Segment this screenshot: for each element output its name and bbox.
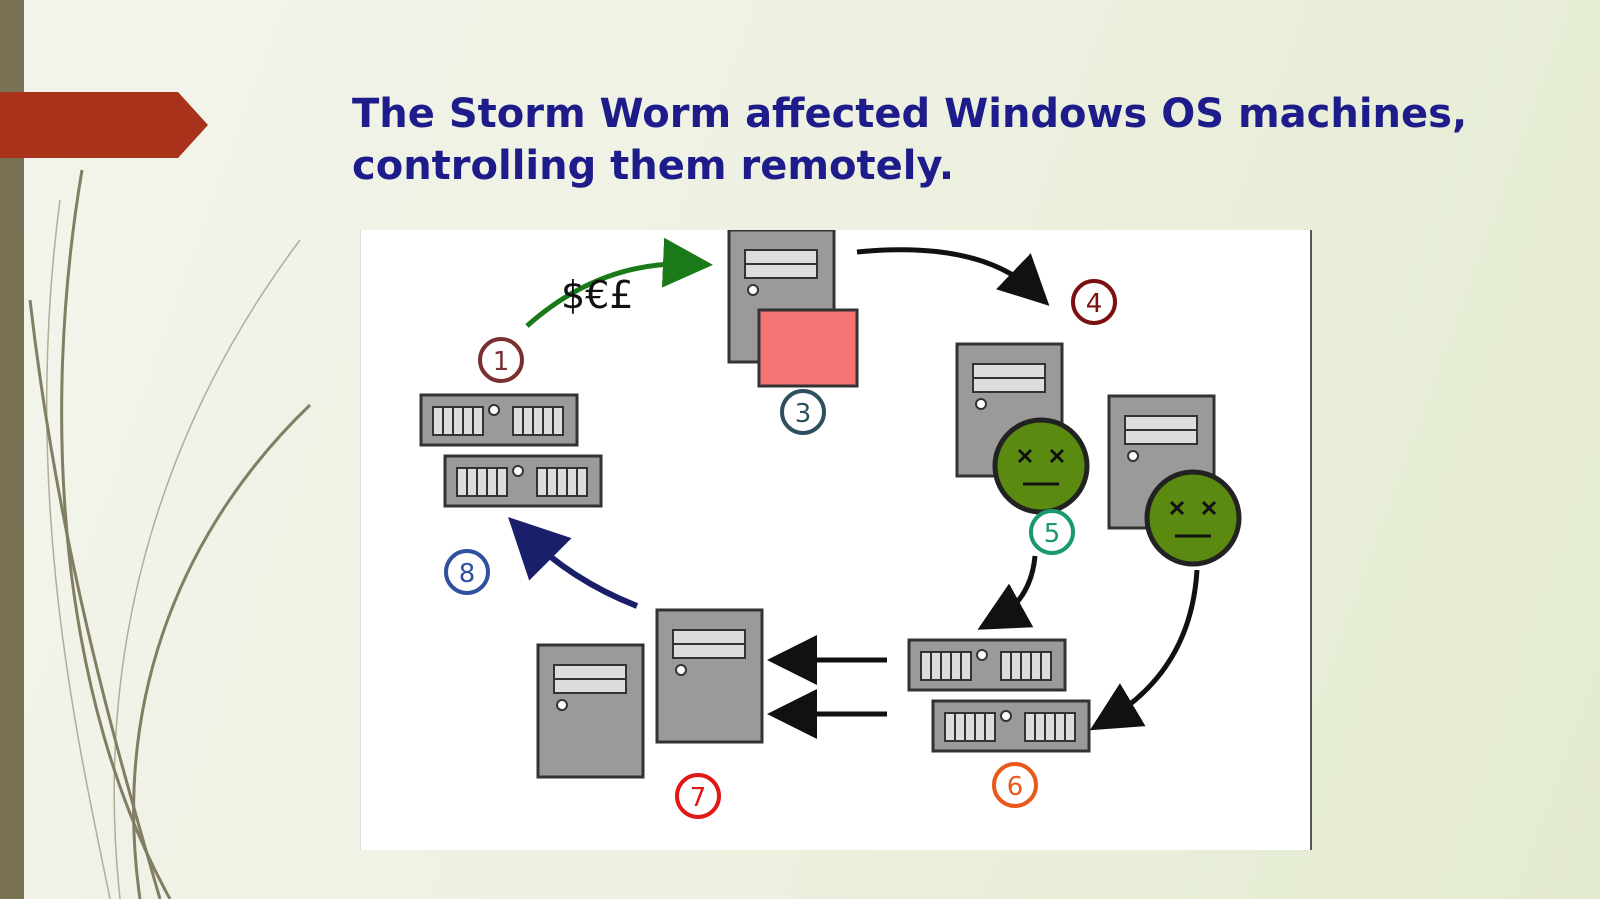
step-3-marker: 3 <box>780 389 826 435</box>
malware-box-icon <box>757 308 859 388</box>
step-7-marker: 7 <box>675 773 721 819</box>
currency-label: $€£ <box>561 273 634 317</box>
rack-server-icon <box>419 393 579 447</box>
slide-title: The Storm Worm affected Windows OS machi… <box>352 88 1472 192</box>
decorative-grass-lines <box>28 169 312 899</box>
tower-server-icon <box>536 643 645 779</box>
step-6-marker: 6 <box>992 762 1038 808</box>
infected-face-icon <box>992 417 1090 515</box>
tower-server-icon <box>655 608 764 744</box>
payment-arrow <box>525 237 713 328</box>
storm-worm-diagram: $€£ 1 3 4 5 6 7 <box>360 230 1312 850</box>
arrow-to-step-6 <box>977 555 1038 630</box>
infected-face-icon <box>1144 469 1242 567</box>
step-8-label: 8 <box>459 559 476 589</box>
slide-title-line-1: The Storm Worm affected Windows OS machi… <box>352 91 1468 137</box>
step-7-label: 7 <box>690 783 707 813</box>
step-5-marker: 5 <box>1029 509 1075 555</box>
arrow-to-step-6-second <box>1089 569 1200 731</box>
step-3-label: 3 <box>795 399 812 429</box>
step-6-label: 6 <box>1007 772 1024 802</box>
slide-title-line-2: controlling them remotely. <box>352 143 955 189</box>
arrow-to-step-8 <box>508 517 639 609</box>
step-4-marker: 4 <box>1071 279 1117 325</box>
title-accent-tab <box>0 92 208 158</box>
rack-server-icon <box>931 699 1091 753</box>
rack-server-icon <box>443 454 603 508</box>
rack-server-icon <box>907 638 1067 692</box>
step-4-label: 4 <box>1086 289 1103 319</box>
step-5-label: 5 <box>1044 519 1061 549</box>
step-1-label: 1 <box>493 347 510 377</box>
arrow-to-step-4 <box>856 247 1050 306</box>
step-8-marker: 8 <box>444 549 490 595</box>
step-1-marker: 1 <box>478 337 524 383</box>
